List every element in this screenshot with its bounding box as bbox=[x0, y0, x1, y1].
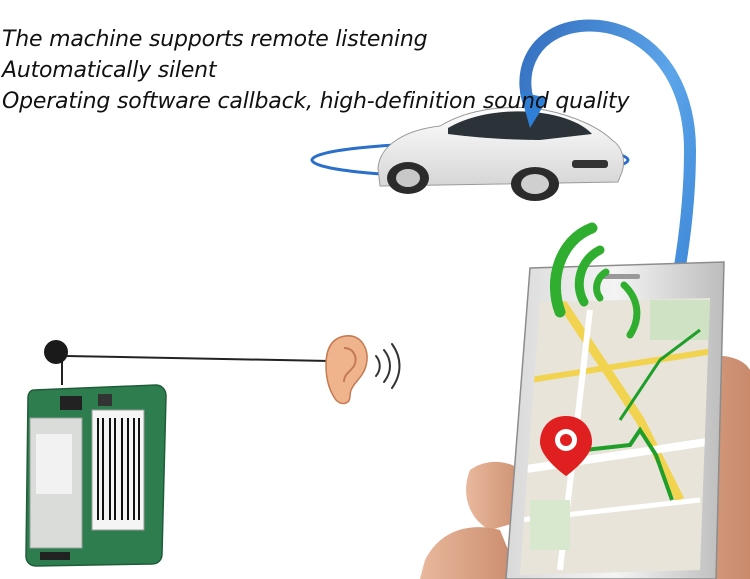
microphone bbox=[44, 340, 331, 385]
caption-line-silent: Automatically silent bbox=[2, 58, 217, 83]
caption-line-remote-listening: The machine supports remote listening bbox=[2, 27, 428, 52]
ear-icon bbox=[325, 335, 368, 405]
caption-block: The machine supports remote listening Au… bbox=[2, 24, 629, 117]
gps-tracker-board bbox=[25, 384, 167, 567]
car-image bbox=[377, 106, 625, 201]
caption-line-callback: Operating software callback, high-defini… bbox=[2, 89, 630, 114]
wifi-signal-icon bbox=[549, 222, 641, 339]
location-pin-icon bbox=[540, 416, 592, 476]
sound-waves-icon bbox=[375, 343, 401, 389]
